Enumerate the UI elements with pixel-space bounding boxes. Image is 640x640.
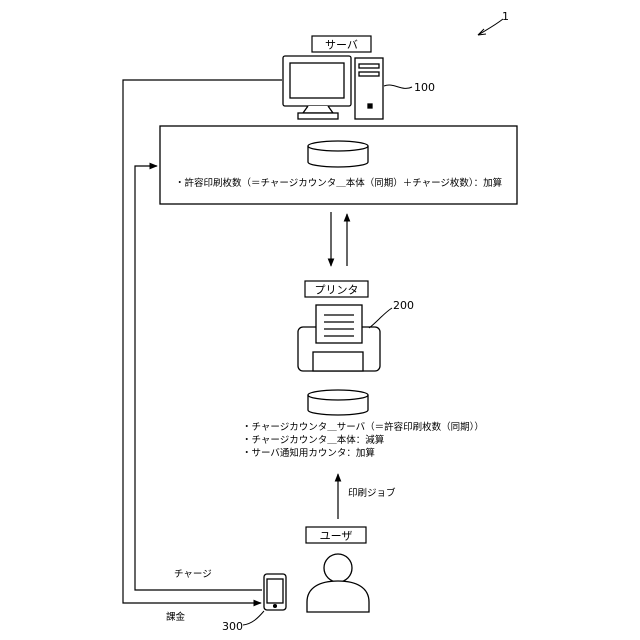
printer-note-2: ・チャージカウンタ＿本体：減算: [242, 434, 384, 446]
printer-notes: ・チャージカウンタ＿サーバ（＝許容印刷枚数（同期）） ・チャージカウンタ＿本体：…: [242, 421, 484, 459]
printer-ref-number: 200: [393, 299, 414, 312]
phone-ref-number: 300: [222, 620, 243, 633]
phone-ref: 300: [222, 611, 264, 633]
printer-note-3: ・サーバ通知用カウンタ：加算: [242, 447, 375, 459]
server-label-box: サーバ: [312, 36, 371, 52]
billing-label: 課金: [166, 611, 186, 623]
charge-label: チャージ: [174, 569, 212, 580]
server-database-icon: [308, 141, 368, 167]
user-label: ユーザ: [320, 530, 353, 543]
smartphone-icon: [264, 574, 286, 610]
server-db-note: ・許容印刷枚数（＝チャージカウンタ＿本体（同期）＋チャージ枚数）：加算: [175, 177, 502, 189]
printer-ref: 200: [369, 299, 414, 328]
printer-note-1: ・チャージカウンタ＿サーバ（＝許容印刷枚数（同期））: [242, 421, 484, 433]
user-icon: [307, 554, 369, 612]
printer-label: プリンタ: [315, 284, 359, 297]
user-label-box: ユーザ: [306, 527, 366, 543]
printer-icon: [298, 305, 380, 371]
printer-database-icon: [308, 390, 368, 415]
server-computer-icon: [283, 56, 383, 119]
printer-label-box: プリンタ: [305, 281, 368, 297]
server-ref-number: 100: [414, 81, 435, 94]
figure-number: 1: [478, 10, 509, 35]
server-label: サーバ: [325, 39, 358, 52]
figure-number-text: 1: [502, 10, 509, 23]
figure-leader-line: [478, 19, 503, 35]
print-job-label: 印刷ジョブ: [348, 487, 396, 499]
charge-flow-line: [135, 166, 262, 590]
server-ref: 100: [384, 81, 435, 94]
